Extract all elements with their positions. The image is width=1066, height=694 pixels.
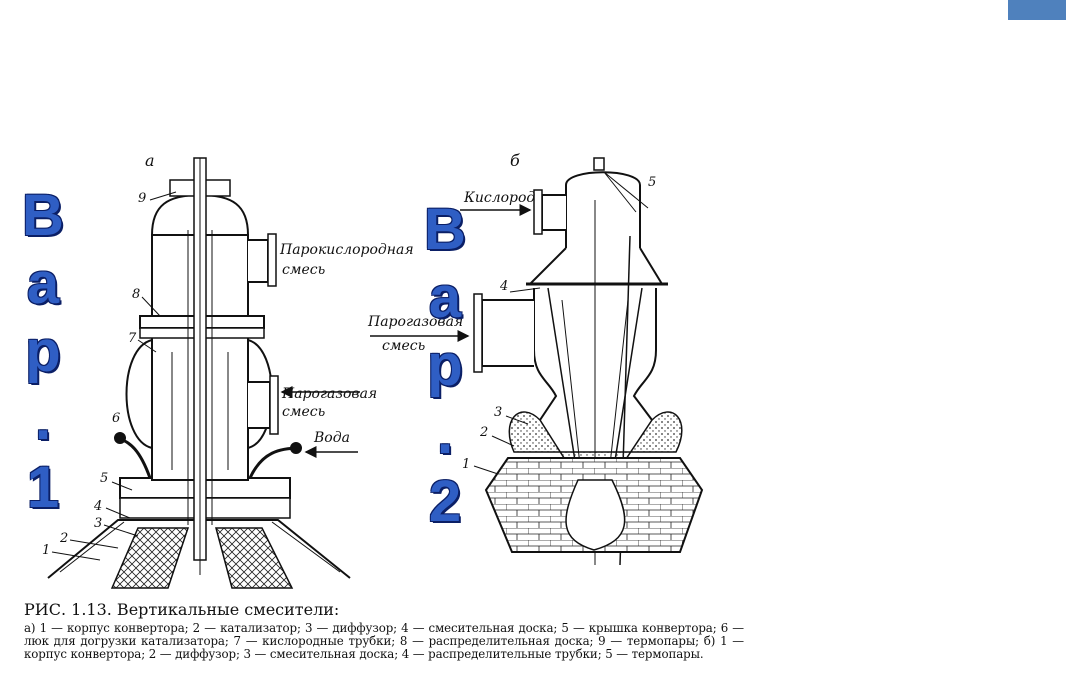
diagram-a-catalyst bbox=[110, 527, 190, 589]
diagram-a-steam-oxygen-line1: Парокислородная bbox=[279, 242, 414, 258]
caption-title: РИС. 1.13. Вертикальные смесители: bbox=[24, 600, 340, 619]
variant-label-1-char-2: а bbox=[26, 251, 60, 316]
diagram-b-number-4: 4 bbox=[499, 279, 508, 294]
caption-text: а) 1 — корпус конвертора; 2 — катализато… bbox=[24, 621, 744, 661]
diagram-a-number-4: 4 bbox=[93, 499, 102, 514]
diagram-b-number-3: 3 bbox=[494, 405, 502, 420]
variant-label-2-char-2: а bbox=[428, 265, 462, 330]
diagram-a bbox=[47, 157, 360, 589]
diagram-a-steam-oxygen-line2: смесь bbox=[282, 262, 325, 278]
diagram-a-number-1: 1 bbox=[42, 543, 50, 558]
diagram-b-letter: б bbox=[510, 151, 520, 170]
diagram-a-number-5: 5 bbox=[100, 471, 108, 486]
diagram-a-steam-gas-line2: смесь bbox=[282, 404, 325, 420]
variant-label-2-char-4: . bbox=[436, 401, 454, 466]
diagram-a-water: Вода bbox=[313, 430, 350, 446]
diagram-a-number-8: 8 bbox=[132, 287, 140, 302]
diagram-a-number-7: 7 bbox=[128, 331, 137, 346]
figure-caption: РИС. 1.13. Вертикальные смесители: а) 1 … bbox=[24, 600, 744, 661]
diagram-b-number-1: 1 bbox=[462, 457, 470, 472]
diagram-b-top-cap bbox=[565, 171, 641, 248]
diagram-a-number-2: 2 bbox=[59, 531, 68, 546]
variant-label-1-char-1: В bbox=[22, 183, 64, 248]
diagram-b-steam-gas-line1: Парогазовая bbox=[367, 314, 463, 330]
diagram-b bbox=[370, 157, 704, 566]
diagram-a-labels: а 9 8 7 6 5 4 3 2 1 Парокислородная смес… bbox=[42, 151, 414, 558]
diagram-b-body bbox=[533, 288, 657, 421]
diagram-b-oxygen: Кислород bbox=[463, 190, 535, 206]
variant-label-2-char-5: 2 bbox=[428, 469, 462, 534]
diagram-b-steam-gas-line2: смесь bbox=[382, 338, 425, 354]
variant-label-2-char-1: В bbox=[424, 197, 466, 262]
variant-label-1-char-4: . bbox=[34, 387, 52, 452]
diagram-a-steam-gas-line1: Парогазовая bbox=[281, 386, 377, 402]
variant-label-1-char-3: р bbox=[25, 319, 61, 384]
diagram-a-number-6: 6 bbox=[112, 411, 120, 426]
diagram-b-number-5: 5 bbox=[648, 175, 656, 190]
variant-label-1: В а р . 1 bbox=[18, 182, 68, 522]
variant-label-2: В а р . 2 bbox=[420, 196, 470, 536]
header-accent-bar bbox=[1008, 0, 1066, 20]
diagram-b-labels: б Кислород 5 4 Парогазовая смесь 3 2 1 bbox=[367, 151, 656, 472]
variant-label-2-char-3: р bbox=[427, 333, 463, 398]
diagram-a-letter: а bbox=[145, 151, 155, 170]
diagram-a-number-3: 3 bbox=[94, 516, 102, 531]
variant-label-1-char-5: 1 bbox=[26, 455, 60, 520]
diagram-a-number-9: 9 bbox=[138, 191, 146, 206]
diagram-b-number-2: 2 bbox=[479, 425, 488, 440]
